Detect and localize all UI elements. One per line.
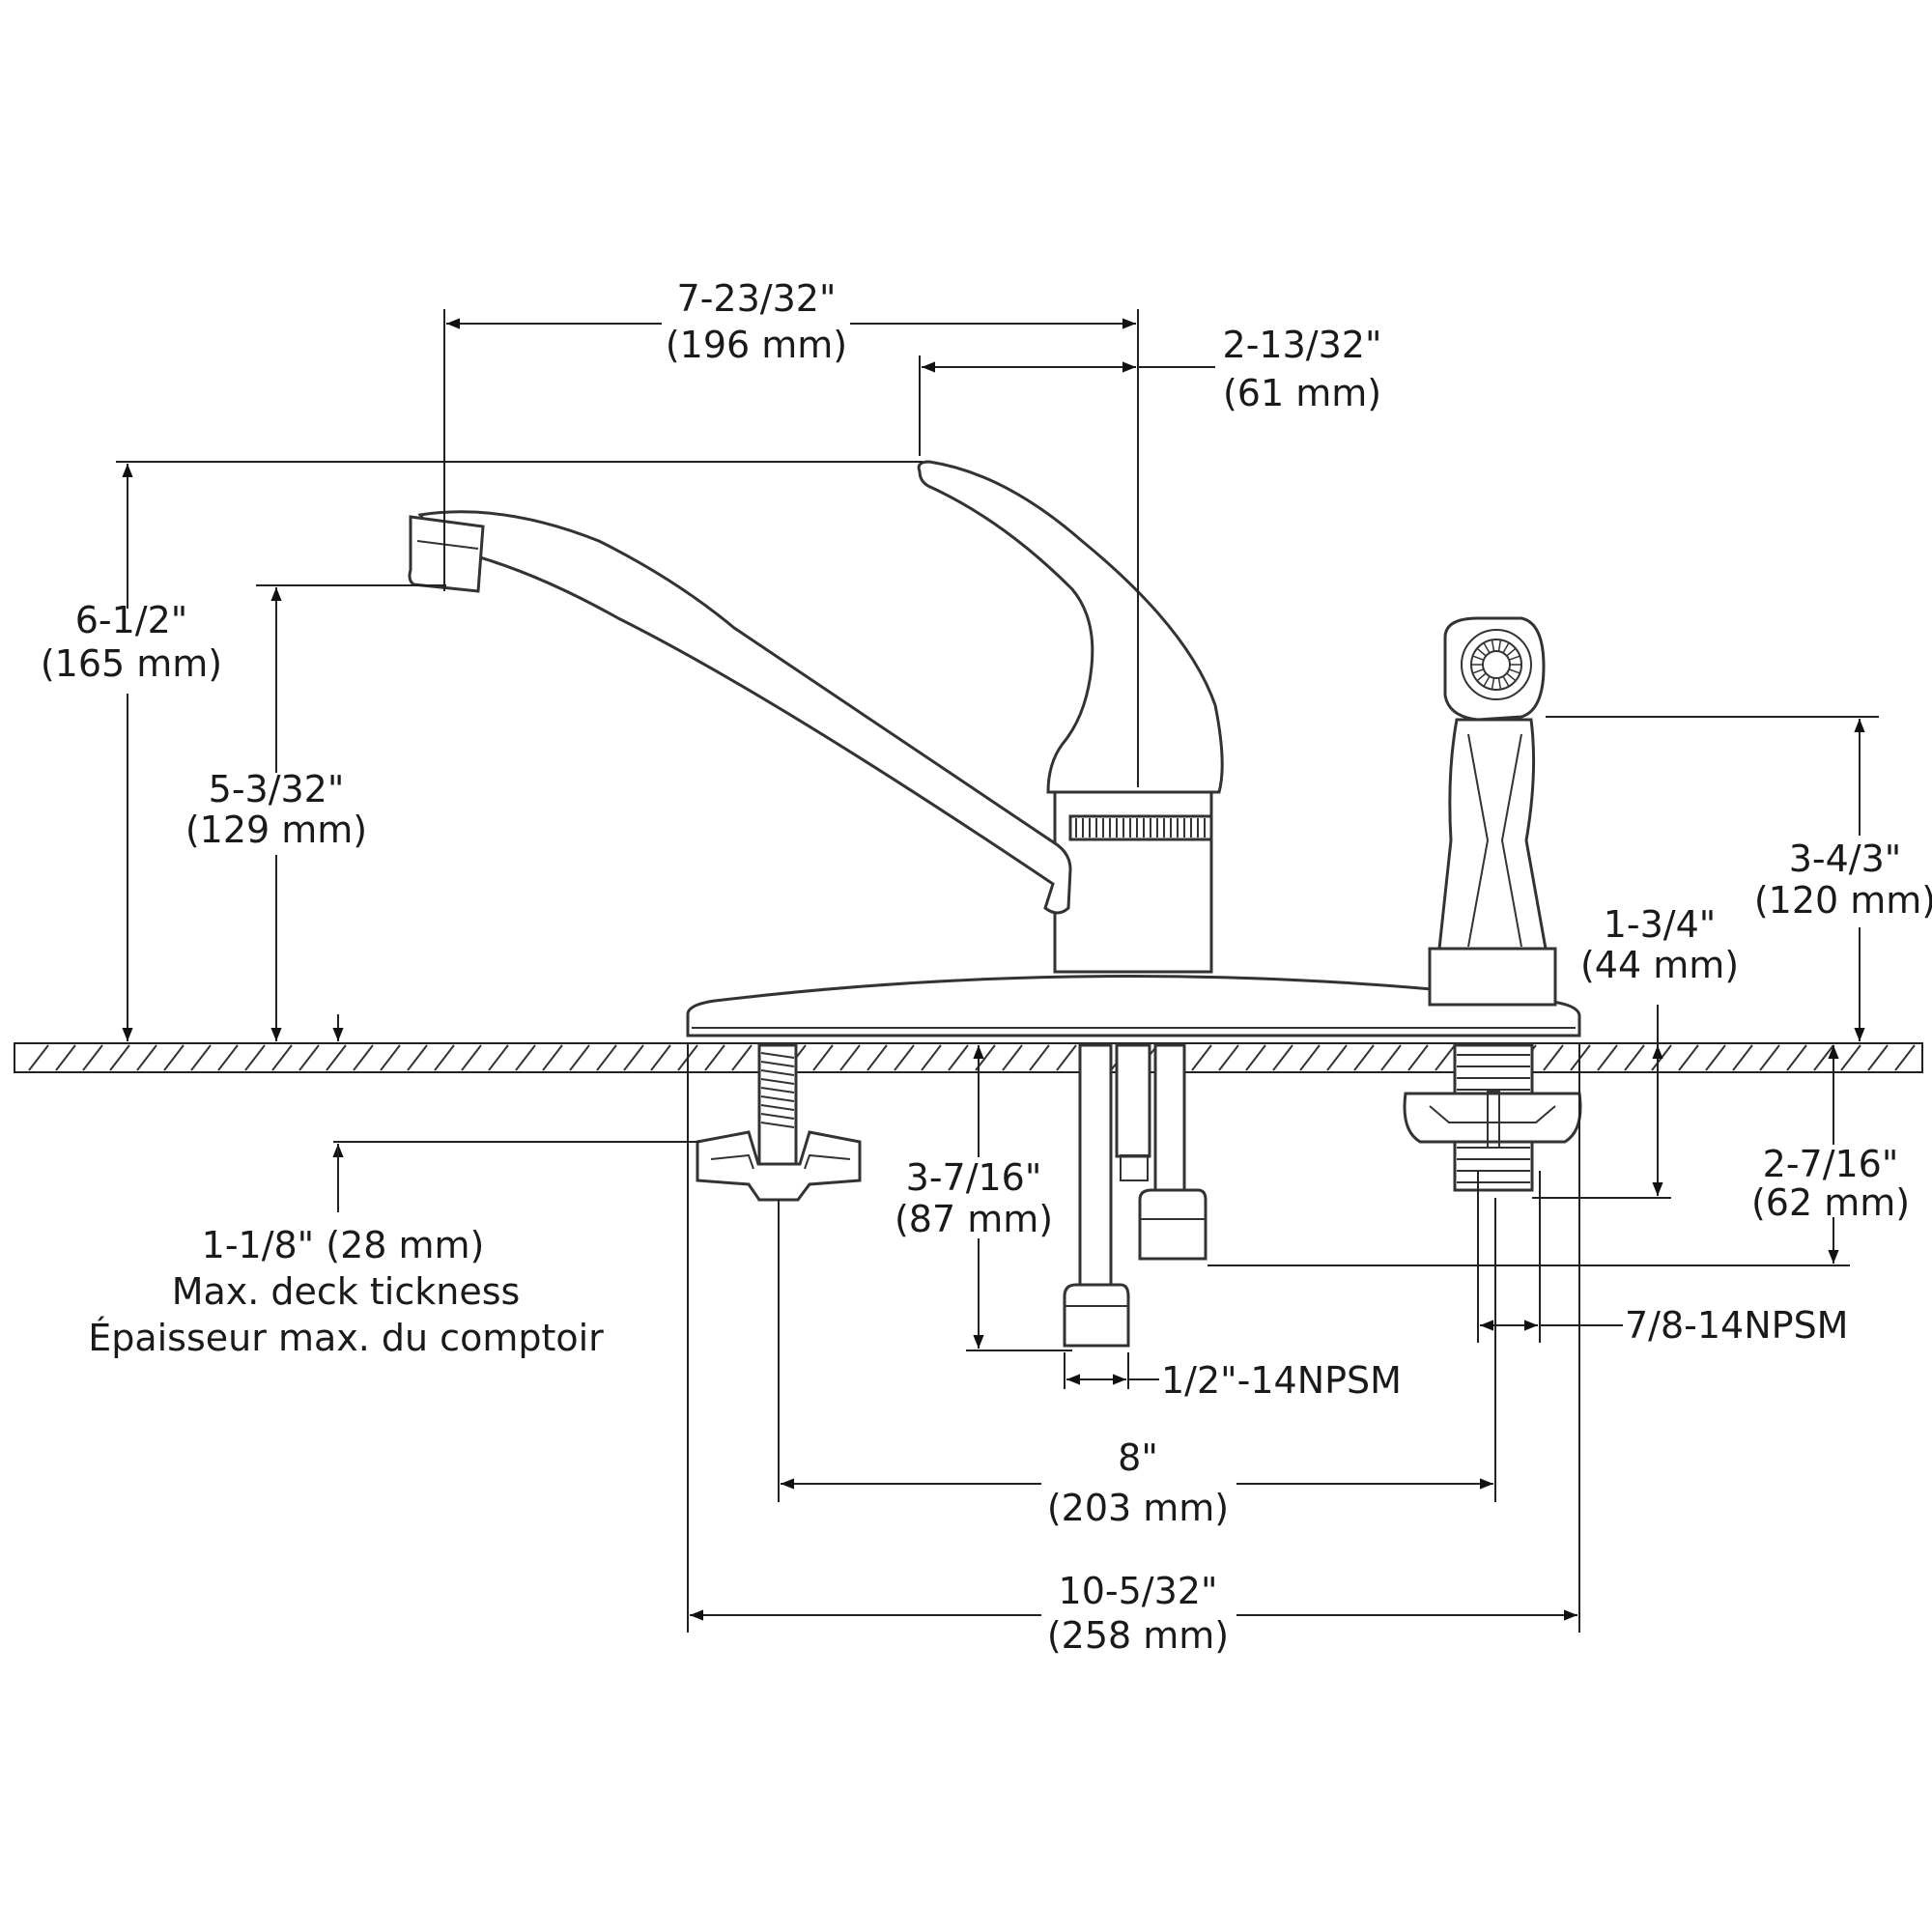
hose-length-imperial: 2-7/16" — [1763, 1143, 1899, 1185]
under-deck-hardware — [696, 1043, 1582, 1348]
dimension-labels: 7-23/32" (196 mm) 2-13/32" (61 mm) 6-1/2… — [41, 277, 1932, 1657]
center-spacing-metric: (203 mm) — [1047, 1487, 1229, 1529]
overall-height-metric: (165 mm) — [41, 642, 222, 685]
spout-reach-imperial: 7-23/32" — [677, 277, 837, 320]
spout-height-metric: (129 mm) — [185, 809, 367, 851]
dimension-lines — [116, 309, 1879, 1633]
spray-mounting-nut — [1403, 1092, 1582, 1144]
spout-reach-metric: (196 mm) — [666, 324, 847, 366]
deck-thickness-note-fr: Épaisseur max. du comptoir — [88, 1317, 604, 1359]
hose-length-metric: (62 mm) — [1751, 1181, 1910, 1224]
spray-height-metric: (120 mm) — [1754, 879, 1932, 922]
supply-tube-spray — [1153, 1043, 1186, 1202]
deck-thickness-note-en: Max. deck tickness — [172, 1270, 521, 1313]
spray-base-imperial: 1-3/4" — [1604, 903, 1717, 946]
handle-offset-imperial: 2-13/32" — [1223, 324, 1382, 366]
deck-plate — [686, 975, 1581, 1037]
mounting-nut — [696, 1130, 862, 1202]
spray-base-metric: (44 mm) — [1580, 944, 1739, 986]
handle-offset-metric: (61 mm) — [1223, 372, 1381, 414]
countertop-deck — [14, 1042, 1923, 1073]
lever-handle — [917, 460, 1224, 794]
supply-length-metric: (87 mm) — [895, 1198, 1053, 1240]
overall-height-imperial: 6-1/2" — [75, 599, 188, 641]
supply-fitting-left — [1063, 1283, 1130, 1348]
spout — [417, 510, 1072, 915]
spray-thread-label: 7/8-14NPSM — [1625, 1304, 1848, 1347]
deck-thickness-measure: 1-1/8" (28 mm) — [202, 1224, 485, 1266]
spout-height-imperial: 5-3/32" — [209, 768, 345, 810]
hose-fitting — [1138, 1188, 1208, 1261]
supply-thread-label: 1/2"-14NPSM — [1161, 1359, 1402, 1402]
spray-height-imperial: 3-4/3" — [1789, 838, 1902, 880]
spray-base — [1428, 947, 1557, 1007]
overall-width-imperial: 10-5/32" — [1059, 1570, 1218, 1612]
supply-tube-hot — [1115, 1043, 1151, 1158]
faucet-body — [408, 460, 1581, 1037]
side-spray — [1428, 616, 1557, 1007]
knurled-ring — [1068, 814, 1213, 841]
supply-tube-cold — [1078, 1043, 1113, 1289]
spray-handle — [1437, 718, 1548, 951]
spray-head — [1443, 616, 1546, 722]
center-spacing-imperial: 8" — [1118, 1436, 1158, 1479]
overall-width-metric: (258 mm) — [1047, 1614, 1229, 1657]
supply-length-imperial: 3-7/16" — [906, 1156, 1042, 1199]
spout-tip — [408, 515, 485, 593]
spray-nozzle — [1461, 629, 1532, 700]
